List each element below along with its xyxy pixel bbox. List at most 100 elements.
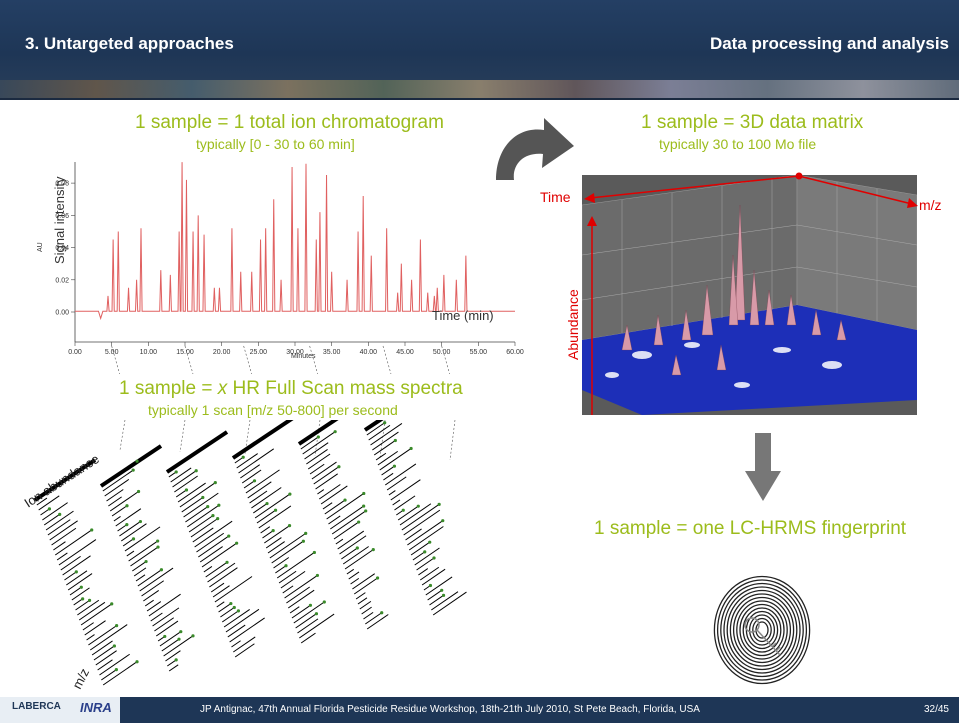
curved-arrow-icon [496,118,574,180]
spectrum-peak [245,469,280,494]
spectrum-peak [298,438,308,445]
spectrum-peak [205,561,228,578]
spectrum-peak [128,540,158,562]
origin-dot [795,172,803,180]
spectrum-peak [221,610,239,623]
spectrum-marker [174,470,178,474]
spectrum-peak [370,422,403,446]
spectrum-peak [148,593,181,617]
spectrum-peak [234,456,244,464]
spectrum-marker [47,507,52,511]
time-axis-label: Time [540,189,571,205]
spectrum-marker [206,505,210,509]
spectrum-peak [256,509,276,524]
mass-spectra-stack: Ion abundance m/z [21,420,467,691]
spectrum-peak [361,606,372,615]
spectrum-peak [179,482,216,508]
spectrum-peak [326,493,365,520]
spectrum-peak [97,659,113,671]
spectrum-marker [364,509,368,513]
spectrum-peak [322,502,333,510]
spectrum-peak [210,582,225,593]
spectrum-peak [172,470,197,488]
spectrum-marker [315,573,320,578]
spectrum-marker [90,528,94,532]
spectrum-peak [40,508,50,516]
spectrum-peak [141,580,165,597]
spectrum-marker [393,438,397,443]
spectrum-marker [304,531,308,535]
x-tick-label: 50.00 [433,349,451,356]
spectrum-peak [315,473,338,490]
fingerprint-ridge [748,614,776,646]
spectrum-peak [218,603,232,613]
spectrum-marker [288,492,292,496]
spectrum-marker [112,644,116,648]
spectrum-peak [238,448,275,474]
spectrum-marker [316,435,320,439]
spectrum-peak [416,557,435,571]
fingerprint-ridge [736,600,788,660]
spectrum-marker [423,550,427,554]
spectrum-peak [198,535,230,558]
spectrum-peak [117,524,128,532]
spectrum-marker [216,517,220,521]
spectrum-peak [399,503,432,526]
spectrum-marker [416,504,420,508]
spectrum-peak [232,445,251,459]
spectrum-marker [428,540,432,544]
x-tick-label: 5.00 [105,349,119,356]
spectrum-peak [348,571,360,580]
spectrum-peak [335,538,344,545]
spectrum-peak [67,573,93,591]
spectrum-peak [106,489,124,502]
spectrum-marker [287,524,292,528]
spectrum-peak [188,515,214,533]
spectrum-peak [297,618,319,634]
spectrum-peak [95,650,117,666]
spectrum-marker [236,609,241,613]
spectrum-peak [170,467,192,483]
spectrum-marker [177,637,181,641]
spectrum-peak [299,613,335,639]
spectrum-peak [82,622,94,631]
spectrum-marker [322,600,326,604]
mass-spectrum [99,444,195,672]
spectrum-peak [293,601,325,624]
spectrum-peak [49,520,78,541]
spectrum-peak [429,594,444,606]
spectrum-peak [214,576,253,603]
spectrum-marker [144,559,148,564]
spectrum-peak [300,632,316,644]
spectrum-peak [47,519,71,536]
spectrum-marker [273,508,278,512]
spectrum-peak [56,552,68,561]
fingerprint-ridge [732,596,792,664]
spectrum-marker [355,546,359,550]
spectrum-peak [119,521,141,537]
section-title: 3. Untargeted approaches [25,34,234,53]
chromatogram-subtitle: typically [0 - 30 to 60 min] [196,136,355,152]
spectrum-peak [216,601,225,608]
spectrum-peak [102,661,138,686]
mass-spectrum [33,458,139,686]
fingerprint-image [713,575,811,685]
y-tick-label: 0.00 [55,310,69,317]
time-axis-arrow [589,175,800,199]
spectrum-peak [330,505,364,530]
spectrum-peak [144,599,154,607]
spectrum-peak [64,571,77,581]
x-tick-label: 60.00 [506,349,524,356]
spectrum-peak [427,589,443,601]
spectrum-peak [54,529,92,556]
spectrum-peak [247,481,272,499]
spectrum-peak [432,591,467,616]
spectrum-peak [383,472,394,481]
spectrum-peak [284,575,318,599]
x-tick-label: 25.00 [250,349,268,356]
spectrum-marker [392,464,397,468]
spectrum-peak [339,535,367,555]
spectrum-marker [135,459,139,463]
chromatogram-title: 1 sample = 1 total ion chromatogram [135,112,444,133]
spectrum-peak [102,469,134,492]
